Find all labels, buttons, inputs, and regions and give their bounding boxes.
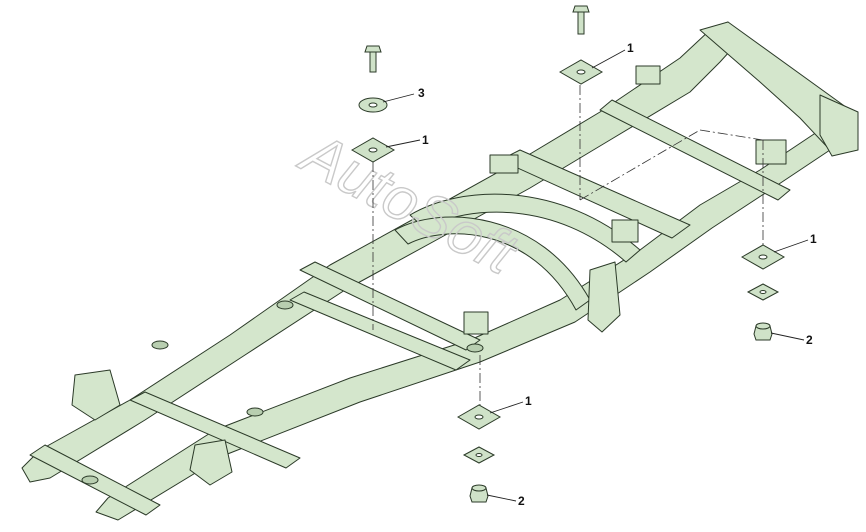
leader-line: [591, 49, 626, 69]
rear-spring-hanger: [71, 369, 121, 421]
flange-nut: [753, 322, 773, 341]
centerline: [579, 129, 701, 201]
body-mount-bracket: [635, 65, 661, 85]
body-mount-bracket: [611, 219, 639, 243]
nut-top: [755, 322, 771, 330]
leader-line: [486, 494, 517, 502]
bolt-shank: [369, 51, 377, 73]
spacer-hole: [475, 453, 483, 457]
mounting-bolt: [572, 5, 590, 35]
assembly-centerlines: [372, 85, 764, 410]
ladder-frame: [21, 21, 859, 521]
spacer-hole: [759, 290, 767, 294]
leader-line: [773, 239, 809, 253]
leader-line: [385, 139, 421, 148]
callout-label: 1: [627, 41, 634, 55]
callout-label: 1: [810, 232, 817, 246]
callout-label: 2: [518, 494, 525, 508]
callout-label: 2: [806, 333, 813, 347]
mounting-bolt: [364, 45, 382, 73]
callout-labels: 1 3 1 1 2 1 2: [418, 41, 817, 508]
flange-nut: [469, 484, 489, 503]
body-mount-bracket: [489, 154, 519, 174]
front-crossbar: [599, 99, 791, 201]
body-mount-bracket: [755, 139, 787, 165]
front-bumper-bracket: [819, 94, 859, 157]
bolt-shank: [577, 11, 585, 35]
leader-line: [770, 332, 805, 341]
suspension-hanger: [587, 261, 621, 333]
bolt-head: [572, 5, 590, 13]
rear-cross-member: [129, 391, 301, 469]
mount-hole: [466, 343, 484, 353]
callout-label: 3: [418, 86, 425, 100]
mid-cross-member-1: [499, 149, 691, 239]
mount-hole: [151, 340, 169, 350]
leader-line: [489, 401, 524, 414]
arched-cross-member: [409, 193, 641, 263]
mount-hole: [81, 475, 99, 485]
leader-line: [382, 93, 415, 103]
mount-hole: [276, 300, 294, 310]
body-mount-bracket: [463, 311, 489, 335]
cushion-hole: [368, 147, 378, 153]
cushion-hole: [758, 254, 768, 260]
arched-cross-member-2: [394, 216, 591, 311]
cushion-hole: [474, 414, 484, 420]
center-x-member-a: [299, 261, 481, 351]
mount-hole: [246, 407, 264, 417]
rear-spring-hanger: [189, 439, 233, 486]
leader-lines: [382, 49, 809, 502]
centerline: [699, 129, 764, 141]
cushion-hole: [576, 69, 586, 75]
callout-label: 1: [525, 394, 532, 408]
center-x-member-b: [289, 291, 471, 371]
callout-label: 1: [422, 133, 429, 147]
bolt-head: [364, 45, 382, 53]
washer-hole: [368, 102, 378, 108]
nut-top: [471, 484, 487, 492]
